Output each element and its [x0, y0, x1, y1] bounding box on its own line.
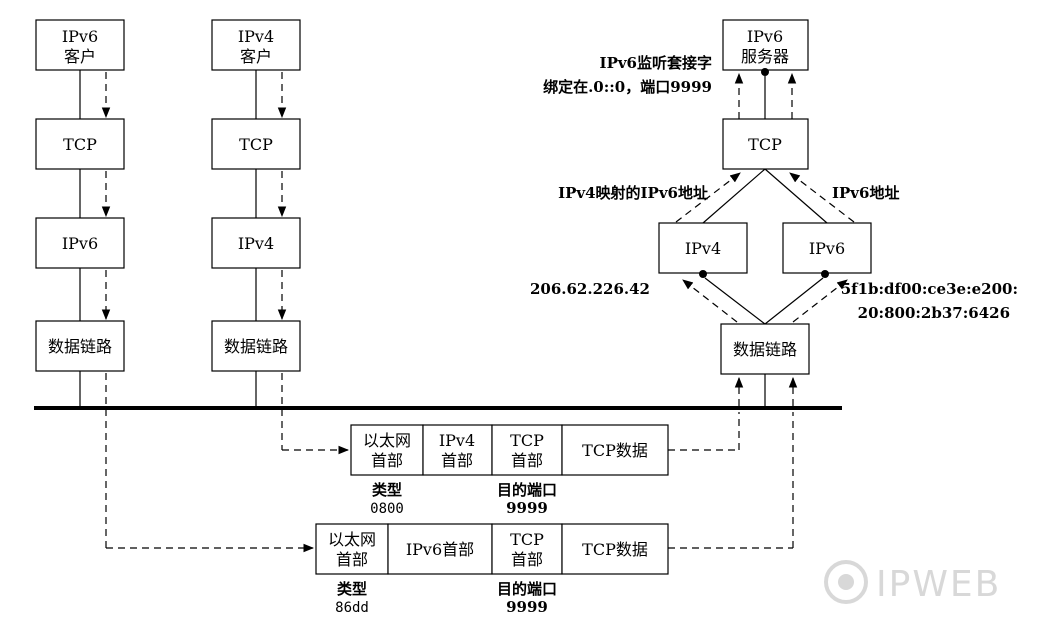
ipv4-frame-tcp-label-1: TCP	[510, 431, 544, 450]
ipv6-client-label-1: IPv6	[62, 27, 98, 46]
ipv4-client-stack: IPv4 客户 TCP IPv4 数据链路	[211, 19, 301, 407]
listen-socket-dot	[761, 68, 769, 76]
ipv4-frame-data-label: TCP数据	[582, 441, 648, 460]
ipv4-client-tcp-box	[211, 118, 301, 170]
ipv4-client-ip-box	[211, 217, 301, 269]
ipv4-client-datalink-label: 数据链路	[224, 337, 288, 356]
listen-note-1: IPv6监听套接字	[600, 54, 712, 72]
ipv6-frame-port-value: 9999	[506, 598, 548, 616]
ipv4-client-box	[211, 19, 301, 71]
ipv4-client-label-1: IPv4	[238, 27, 274, 46]
ipv6-frame-type-label: 类型	[337, 580, 367, 598]
ipv6-frame-type-value: 86dd	[335, 600, 369, 616]
ipv6-frame-eth-label-1: 以太网	[328, 530, 376, 549]
ipv6-client-tcp-box	[35, 118, 125, 170]
ipv6-server-tcp-box	[722, 118, 809, 170]
ipv6-address-dot	[821, 270, 829, 278]
ipv6-client-tcp-label: TCP	[63, 135, 97, 154]
ipv4-address-dot	[699, 270, 707, 278]
ipv6-client-stack: IPv6 客户 TCP IPv6 数据链路	[35, 19, 125, 407]
ipv6-address-label: IPv6地址	[832, 184, 899, 202]
ipv4-frame-eth-label-2: 首部	[371, 451, 403, 470]
ipv4-frame: 以太网 首部 IPv4 首部 TCP 首部 TCP数据 类型 0800 目的端口…	[281, 373, 740, 517]
listen-note-2: 绑定在.0::0，端口9999	[543, 78, 712, 96]
mapped-address-label: IPv4映射的IPv6地址	[558, 184, 708, 202]
ipv6-frame-tcp-label-1: TCP	[510, 530, 544, 549]
ipv4-frame-eth-header	[350, 424, 424, 476]
ipv6-server-tcp-label: TCP	[748, 135, 782, 154]
ipv6-frame-port-label: 目的端口	[497, 580, 557, 598]
ipv4-frame-tcp-label-2: 首部	[511, 451, 543, 470]
server-ipv4-label: IPv4	[685, 239, 721, 258]
ipv6-frame-tcp-label-2: 首部	[511, 550, 543, 569]
watermark-text: IPWEB	[876, 564, 1001, 605]
ipv6-address-1: 5f1b:df00:ce3e:e200:	[841, 280, 1018, 298]
ipv6-server-label-1: IPv6	[747, 27, 783, 46]
ipv6-frame: 以太网 首部 IPv6首部 TCP 首部 TCP数据 类型 86dd 目的端口 …	[105, 373, 794, 616]
ipv4-client-ip-label: IPv4	[238, 234, 274, 253]
ipv4-address: 206.62.226.42	[530, 280, 650, 298]
ipv6-client-ip-box	[35, 217, 125, 269]
ipv6-client-label-2: 客户	[64, 47, 96, 66]
ipv6-frame-tcp-header	[491, 523, 563, 575]
ipv4-frame-type-value: 0800	[370, 501, 404, 517]
ipv4-frame-ip-label-1: IPv4	[439, 431, 475, 450]
ipv6-server-stack: IPv6 服务器 IPv6监听套接字 绑定在.0::0，端口9999 TCP I…	[530, 19, 1018, 407]
ipv6-server-label-2: 服务器	[741, 47, 789, 66]
server-ipv6-box	[782, 222, 872, 274]
server-ipv6-label: IPv6	[809, 239, 845, 258]
watermark-logo-icon	[824, 560, 868, 604]
ipv4-frame-ip-label-2: 首部	[441, 451, 473, 470]
ipv6-frame-eth-header	[315, 523, 389, 575]
ipv6-address-2: 20:800:2b37:6426	[858, 304, 1010, 322]
ipv4-frame-type-label: 类型	[372, 481, 402, 499]
ipv4-frame-port-value: 9999	[506, 499, 548, 517]
ipv6-client-datalink-label: 数据链路	[48, 337, 112, 356]
ipv4-frame-tcp-data	[561, 424, 669, 476]
ipv6-frame-data-label: TCP数据	[582, 540, 648, 559]
server-datalink-box	[720, 323, 810, 375]
ipv4-frame-eth-label-1: 以太网	[363, 431, 411, 450]
ipv6-client-ip-label: IPv6	[62, 234, 98, 253]
ipv4-client-label-2: 客户	[240, 47, 272, 66]
ipv4-frame-ip-header	[422, 424, 493, 476]
ipv6-client-box	[35, 19, 125, 71]
ipv4-client-tcp-label: TCP	[239, 135, 273, 154]
ipv6-frame-eth-label-2: 首部	[336, 550, 368, 569]
watermark: IPWEB	[824, 560, 1001, 605]
ipv6-frame-ip-label: IPv6首部	[406, 540, 474, 559]
ipv6-frame-tcp-data	[561, 523, 669, 575]
ipv6-frame-ip-header	[387, 523, 493, 575]
ipv4-frame-port-label: 目的端口	[497, 481, 557, 499]
server-datalink-label: 数据链路	[733, 340, 797, 359]
ipv4-client-datalink-box	[211, 320, 301, 372]
